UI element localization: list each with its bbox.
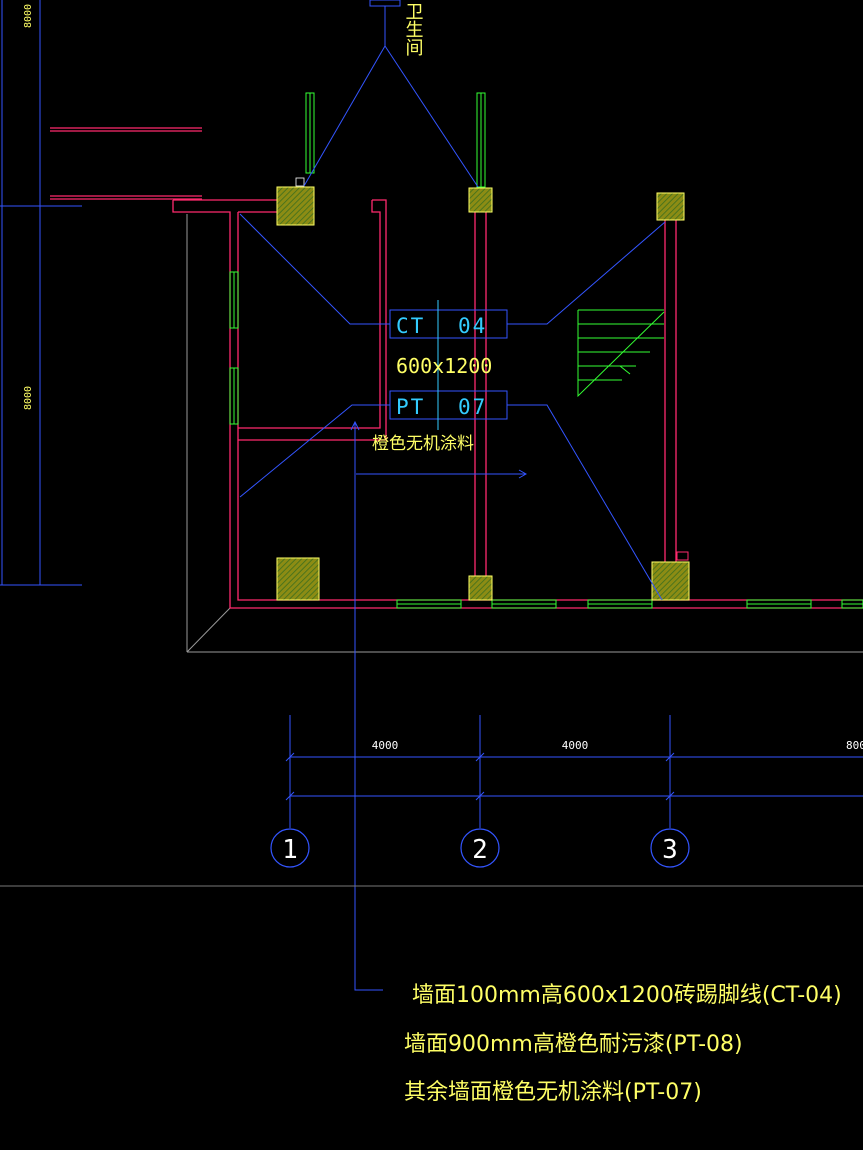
small-marker (295, 177, 305, 187)
top-room-label: 卫生间 (403, 2, 424, 56)
axis-bubble-2: 2 (460, 828, 500, 868)
pt-number: 07 (458, 395, 487, 419)
left-dimension-top-label: 8000 (23, 4, 34, 28)
note-line-1: 墙面100mm高600x1200砖踢脚线(CT-04) (412, 983, 842, 1008)
stair (577, 309, 665, 398)
pt-code: PT (396, 395, 425, 419)
windows (229, 92, 863, 609)
bottom-dimension-3: 800 (846, 739, 863, 752)
bottom-dimension-1: 4000 (372, 739, 399, 752)
bottom-dimension-2: 4000 (562, 739, 589, 752)
axis-label: 1 (282, 835, 298, 865)
tile-size-label: 600x1200 (396, 354, 492, 378)
small-marker (676, 551, 689, 561)
pt-description: 橙色无机涂料 (372, 434, 474, 454)
axis-label: 2 (472, 835, 488, 865)
left-dimension (0, 0, 82, 586)
leader-lines (239, 0, 666, 991)
left-wall-stubs (50, 127, 202, 200)
note-line-3: 其余墙面橙色无机涂料(PT-07) (404, 1080, 702, 1105)
axis-label: 3 (662, 835, 678, 865)
note-line-2: 墙面900mm高橙色耐污漆(PT-08) (404, 1032, 743, 1057)
bottom-dimension (285, 715, 863, 828)
ct-code: CT (396, 314, 425, 338)
walls (172, 199, 863, 609)
axis-bubble-1: 1 (270, 828, 310, 868)
axis-bubble-3: 3 (650, 828, 690, 868)
perspective-base (186, 214, 863, 653)
left-dimension-mid-label: 8000 (23, 386, 34, 410)
columns (276, 186, 690, 601)
ct-number: 04 (458, 314, 487, 338)
